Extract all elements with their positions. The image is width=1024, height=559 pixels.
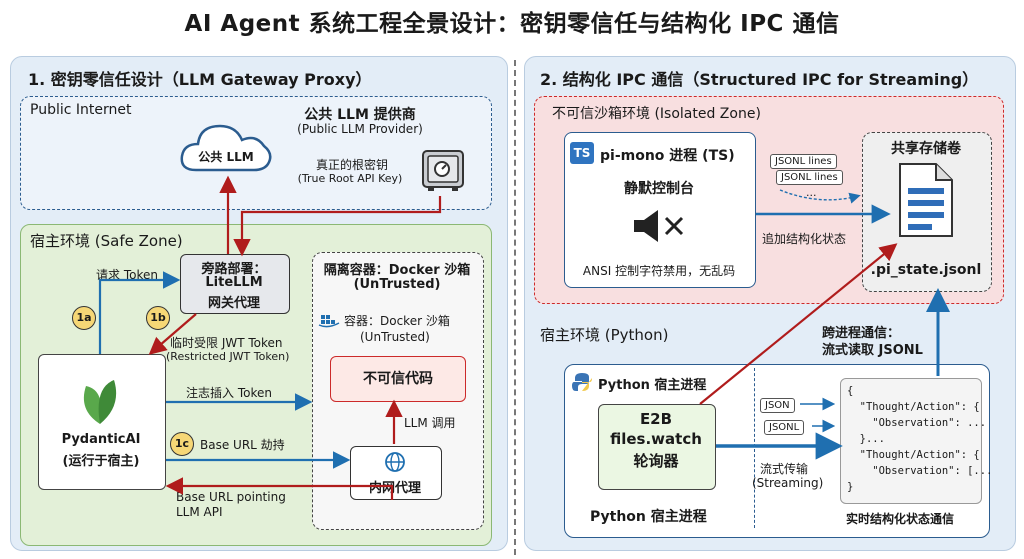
- python-host-title: Python 宿主进程: [598, 378, 707, 393]
- request-token-label: 请求 Token: [96, 268, 158, 282]
- pi-mono-title: pi-mono 进程 (TS): [600, 148, 735, 164]
- inject-token-label: 注志插入 Token: [186, 386, 272, 400]
- e2b-watcher-box: [598, 404, 716, 490]
- jwt-label: 临时受限 JWT Token: [170, 336, 283, 350]
- code-line: {: [847, 385, 854, 397]
- ansi-note: ANSI 控制字符禁用，无乱码: [582, 264, 736, 278]
- litellm-gateway: [180, 254, 290, 314]
- host-env-label: 宿主环境 (Python): [540, 326, 669, 344]
- cross-process-label-2: 流式读取 JSONL: [822, 343, 923, 358]
- silent-console-label: 静默控制台: [624, 181, 694, 197]
- globe-icon: [385, 452, 405, 472]
- hijack-label: Base URL 劫持: [200, 438, 285, 452]
- section-divider: [514, 60, 516, 555]
- untrusted-code-box: 不可信代码: [330, 356, 466, 402]
- jwt-token-arrow: [148, 313, 197, 355]
- shared-volume-label: 共享存储卷: [891, 141, 961, 157]
- badge-1c: 1c: [170, 432, 194, 456]
- e2b-line1: E2B: [639, 410, 673, 428]
- code-line: }...: [847, 433, 885, 445]
- root-key-title: 真正的根密钥: [315, 158, 388, 172]
- base-url-pointing-1: Base URL pointing: [176, 490, 286, 504]
- stream-label: 流式传输: [760, 462, 809, 476]
- e2b-line2: files.watch: [610, 430, 702, 448]
- pydantic-sub: (运行于宿主): [62, 454, 140, 469]
- llm-call-label: LLM 调用: [404, 416, 456, 430]
- code-lines: { "Thought/Action": { "Observation": ...…: [841, 379, 992, 499]
- safe-zone-label: 宿主环境 (Safe Zone): [30, 232, 183, 250]
- isolation-subtitle: (UnTrusted): [353, 277, 441, 292]
- container-label: 容器：Docker 沙箱: [344, 314, 450, 328]
- e2b-line3: 轮询器: [633, 452, 679, 470]
- badge-1a: 1a: [72, 306, 96, 330]
- document-icon: [899, 163, 953, 237]
- append-state-label: 追加结构化状态: [762, 232, 847, 246]
- root-key-arrow: [233, 196, 442, 257]
- json-stream-code-box: { "Thought/Action": { "Observation": ...…: [840, 378, 992, 504]
- intranet-proxy-label: 内网代理: [368, 481, 421, 496]
- isolated-zone-label: 不可信沙箱环境 (Isolated Zone): [552, 106, 761, 122]
- jsonl-lines-flow: [779, 189, 861, 204]
- base-url-pointing-arrow: [165, 477, 394, 500]
- public-internet-label: Public Internet: [30, 102, 132, 118]
- python-host-divider: [754, 368, 755, 528]
- root-key-subtitle: (True Root API Key): [297, 172, 403, 185]
- watch-red-arrow: [699, 243, 898, 405]
- python-icon: [572, 373, 592, 391]
- python-host-bottom-label: Python 宿主进程: [590, 509, 707, 525]
- stream-label-en: (Streaming): [752, 476, 824, 490]
- ts-badge: TS: [570, 142, 594, 164]
- gateway-line3: 网关代理: [207, 296, 260, 311]
- base-url-pointing-2: LLM API: [176, 505, 223, 519]
- safe-icon: [422, 150, 464, 191]
- pydantic-name: PydanticAI: [61, 432, 141, 447]
- page-title: AI Agent 系统工程全景设计：密钥零信任与结构化 IPC 通信: [184, 11, 840, 37]
- jwt-label-en: (Restricted JWT Token): [166, 350, 290, 363]
- realtime-label: 实时结构化状态通信: [846, 512, 955, 526]
- pi-mono-box: [564, 132, 756, 288]
- jsonl-pill: JSONL: [764, 420, 805, 435]
- request-token-arrow: [98, 271, 181, 354]
- provider-subtitle: (Public LLM Provider): [297, 122, 423, 136]
- isolation-title: 隔离容器：Docker 沙箱: [323, 263, 471, 278]
- container-label-en: (UnTrusted): [360, 330, 430, 344]
- state-file-label: .pi_state.jsonl: [870, 262, 982, 278]
- docker-icon: [318, 315, 340, 328]
- json-pill: JSON: [760, 398, 795, 413]
- jsonl-ellipsis: ...: [806, 186, 817, 199]
- code-line: }: [847, 481, 854, 493]
- cloud-label: 公共 LLM: [198, 150, 254, 164]
- badge-1b: 1b: [146, 306, 170, 330]
- right-panel-title: 2. 结构化 IPC 通信（Structured IPC for Streami…: [540, 70, 979, 89]
- muted-speaker-icon: [634, 210, 684, 242]
- provider-title: 公共 LLM 提供商: [304, 107, 416, 123]
- left-panel-title: 1. 密钥零信任设计（LLM Gateway Proxy）: [28, 70, 372, 89]
- pydantic-leaf-icon: [83, 380, 117, 424]
- gateway-line1: 旁路部署：: [201, 262, 267, 277]
- gateway-line2: LiteLLM: [205, 275, 263, 290]
- cloud-icon: [180, 124, 272, 172]
- intranet-proxy-box: [350, 446, 442, 500]
- jsonl-lines-tag-1: JSONL lines: [770, 154, 837, 169]
- jsonl-lines-tag-2: JSONL lines: [776, 170, 843, 185]
- cross-process-label-1: 跨进程通信：: [822, 326, 901, 341]
